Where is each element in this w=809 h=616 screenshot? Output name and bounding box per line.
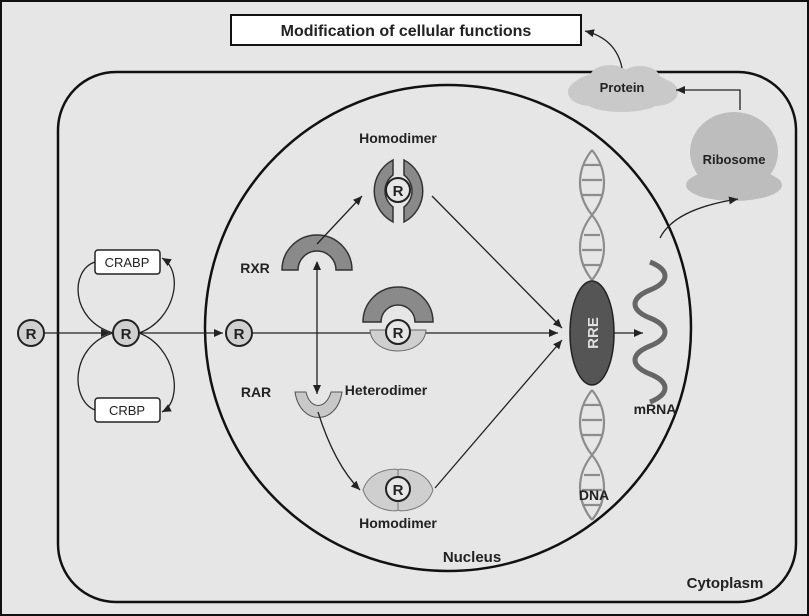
svg-text:R: R	[121, 326, 132, 343]
cytoplasm-label: Cytoplasm	[687, 575, 764, 592]
nucleus-membrane	[203, 83, 693, 573]
retinol-ligand-cytoplasm: R	[112, 319, 140, 347]
crabp-right-loop	[138, 257, 175, 334]
retinol-ligand-nucleus: R	[225, 319, 253, 347]
svg-text:R: R	[26, 326, 37, 343]
rar-homodimer: R	[362, 468, 434, 512]
protein-to-function-arrow	[584, 29, 623, 69]
homodimer-bottom-label: Homodimer	[359, 515, 437, 531]
heterodimer-label: Heterodimer	[345, 382, 428, 398]
rar-receptor	[294, 391, 343, 418]
homodimer-top-to-rre-arrow	[431, 195, 563, 329]
rar-to-homodimer-arrow	[317, 411, 361, 491]
rxr-label: RXR	[240, 260, 270, 276]
svg-text:R: R	[393, 183, 404, 200]
crabp-label: CRABP	[105, 255, 150, 270]
crbp-label: CRBP	[109, 403, 145, 418]
ribosome-shape	[686, 112, 782, 201]
title-box	[230, 14, 582, 46]
homodimer-top-label: Homodimer	[359, 130, 437, 146]
mrna-strand	[632, 259, 668, 405]
rxr-to-homodimer-arrow	[316, 195, 363, 245]
rre-label: RRE	[585, 317, 602, 349]
rar-label: RAR	[241, 384, 271, 400]
dna-helix	[579, 149, 605, 521]
ribosome-label: Ribosome	[703, 152, 766, 167]
rxr-homodimer: R	[373, 158, 424, 224]
mrna-label: mRNA	[634, 401, 677, 417]
svg-text:R: R	[393, 325, 404, 342]
dna-label: DNA	[579, 487, 609, 503]
protein-cloud	[568, 65, 678, 112]
ribosome-to-protein-arrow	[676, 86, 741, 110]
rxr-rar-heterodimer: R	[362, 286, 434, 352]
svg-text:R: R	[393, 482, 404, 499]
title-label: Modification of cellular functions	[281, 23, 532, 40]
nucleus-label: Nucleus	[443, 549, 501, 566]
homodimer-bottom-to-rre-arrow	[434, 339, 563, 489]
protein-label: Protein	[600, 80, 645, 95]
svg-text:R: R	[234, 326, 245, 343]
mrna-to-ribosome-arrow	[659, 196, 739, 239]
retinol-ligand-outside: R	[17, 319, 45, 347]
crabp-left-loop	[77, 261, 114, 334]
rxr-receptor	[281, 234, 353, 271]
crbp-right-loop	[138, 332, 175, 413]
crbp-left-loop	[77, 332, 114, 411]
cell-membrane	[56, 70, 798, 604]
